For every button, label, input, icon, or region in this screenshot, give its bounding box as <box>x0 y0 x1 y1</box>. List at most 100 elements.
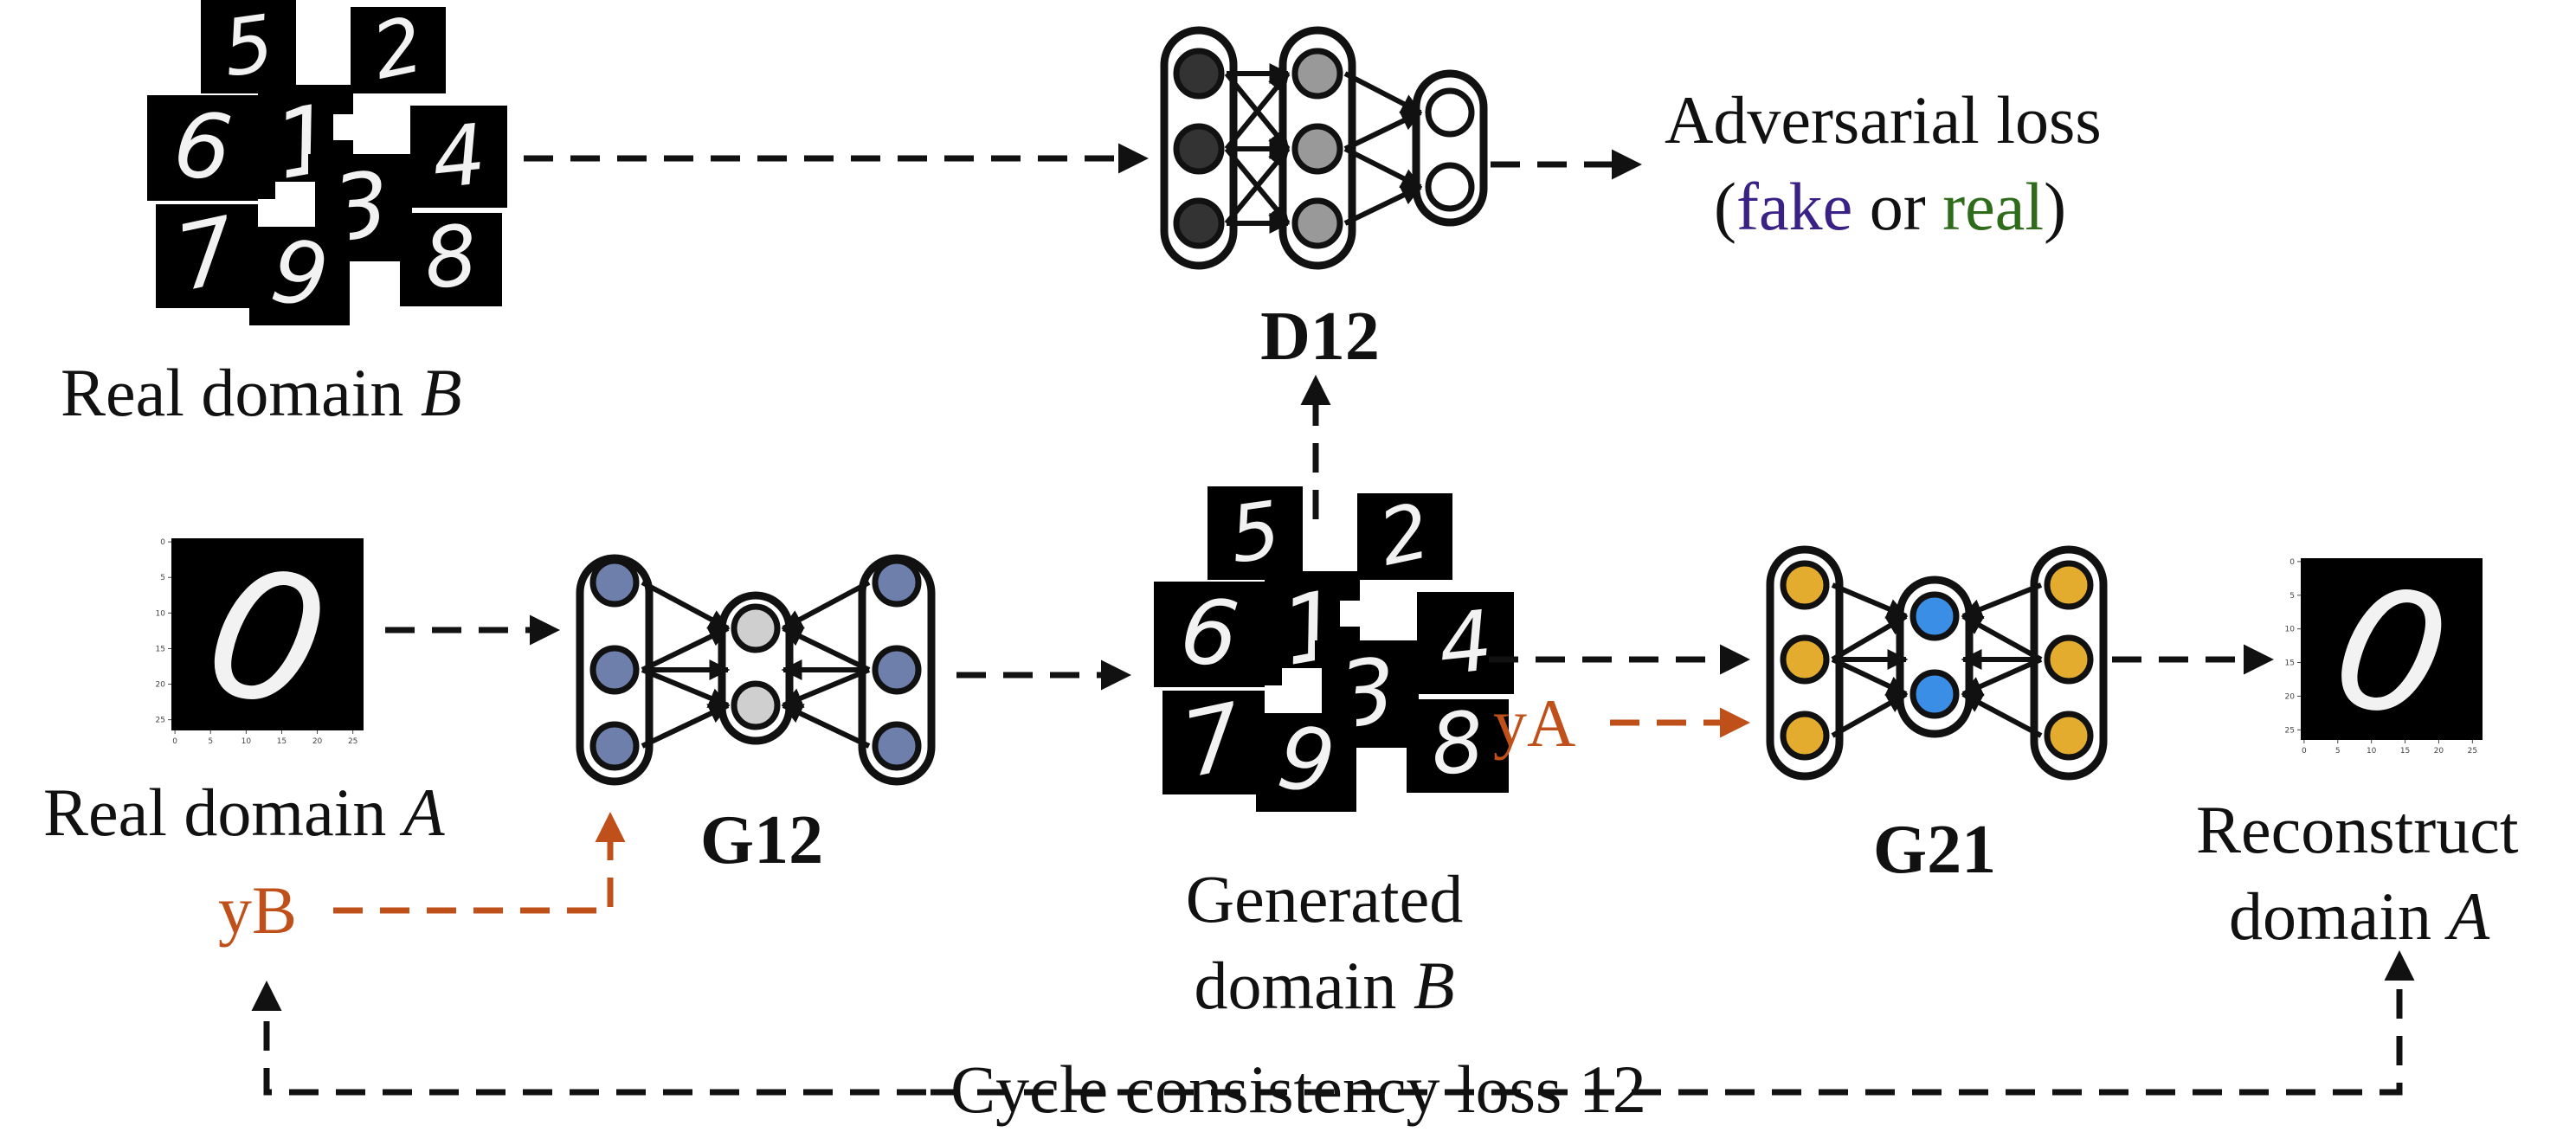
axis-tick-label: 0 <box>2289 558 2295 567</box>
digit-glyph: 4 <box>1434 592 1497 694</box>
axis-tick-label: 25 <box>2468 747 2477 756</box>
ya-label: yA <box>1493 685 1575 761</box>
arrow-cycle-to-reconstruct <box>931 950 2415 1096</box>
d12-network-icon <box>1160 26 1488 270</box>
connection <box>1343 184 1423 226</box>
generated-label-line2: domain B <box>1194 948 1454 1023</box>
neuron <box>1173 123 1225 175</box>
digit-tile: 4 <box>1417 592 1514 694</box>
neuron <box>2044 711 2094 761</box>
digit-tile: 7 <box>1162 683 1265 798</box>
connection <box>1343 146 1423 190</box>
neuron <box>731 680 781 730</box>
arrow-cycle-to-yb <box>251 981 926 1096</box>
reconstruct-label-line2: domain A <box>2229 878 2489 954</box>
g12-network-icon <box>576 554 936 786</box>
axis-tick-label: 10 <box>2285 626 2296 634</box>
neuron <box>1780 560 1830 610</box>
connection <box>1961 657 2043 697</box>
connection <box>1224 72 1291 151</box>
digit-tile: 6 <box>147 91 258 202</box>
g21-network-icon <box>1766 545 2108 781</box>
neuron <box>1780 711 1830 761</box>
neuron <box>1909 669 1960 719</box>
axis-tick-label: 20 <box>2434 747 2444 756</box>
digit-glyph: 6 <box>169 91 237 202</box>
digit-glyph: 6 <box>1175 577 1244 688</box>
connection <box>1831 657 1909 697</box>
digit-image-frame <box>2301 558 2483 740</box>
neuron <box>2044 634 2094 685</box>
connection <box>1831 691 1909 738</box>
neuron <box>872 721 922 771</box>
digit-image-frame <box>171 538 364 730</box>
digit-tile: 2 <box>351 0 446 97</box>
digit-glyph: 8 <box>1426 692 1488 794</box>
arrow-yb-to-g12 <box>333 812 626 914</box>
axis-tick-label: 15 <box>2285 659 2295 668</box>
axis-tick-label: 0 <box>172 737 177 746</box>
adversarial-loss-classes: (fake or real) <box>1714 169 2066 244</box>
axis-tick-label: 25 <box>2285 726 2295 735</box>
digit-tile: 7 <box>156 196 258 312</box>
digit-tile: 1 <box>258 84 353 201</box>
neuron <box>1173 197 1225 249</box>
connection <box>1343 110 1423 151</box>
axis-tick-label: 20 <box>312 737 323 746</box>
connection <box>641 580 731 631</box>
digit-tile: 6 <box>1154 577 1265 688</box>
axis-tick-label: 5 <box>160 574 165 582</box>
digit-tile: 8 <box>1407 692 1509 794</box>
axis-tick-label: 15 <box>277 737 287 746</box>
connection <box>1224 147 1291 225</box>
digit-tile: 9 <box>249 220 350 328</box>
connection <box>641 703 731 749</box>
connection <box>1831 614 1909 662</box>
connection <box>1961 691 2043 738</box>
digit-glyph: 5 <box>217 0 279 95</box>
digit-tile: 8 <box>400 206 502 308</box>
digit-tile: 9 <box>1256 706 1356 814</box>
neuron <box>1780 634 1830 685</box>
connection <box>1961 614 2043 662</box>
g21-label: G21 <box>1873 812 1996 888</box>
connection <box>1343 71 1423 115</box>
neuron <box>1291 123 1343 175</box>
axis-tick-label: 25 <box>348 737 357 746</box>
neuron <box>589 645 640 695</box>
connection <box>1961 582 2043 620</box>
neuron <box>872 557 922 608</box>
g12-label: G12 <box>700 802 823 878</box>
neuron <box>1173 48 1225 100</box>
connection <box>641 667 731 708</box>
neuron <box>1425 162 1475 212</box>
yb-label: yB <box>218 872 297 948</box>
axis-tick-label: 5 <box>208 737 213 746</box>
neuron <box>1425 87 1475 138</box>
axis-tick-label: 0 <box>2302 747 2307 756</box>
axis-tick-label: 10 <box>242 737 252 746</box>
neuron <box>1291 197 1343 249</box>
neuron <box>1909 591 1960 641</box>
adversarial-loss-label: Adversarial loss <box>1665 82 2102 158</box>
real-domain-a-label: Real domain A <box>43 775 445 850</box>
neuron <box>589 721 640 771</box>
neuron <box>589 557 640 608</box>
axis-tick-label: 20 <box>156 681 166 690</box>
digit-tile: 1 <box>1265 570 1360 687</box>
axis-tick-label: 10 <box>156 609 166 618</box>
digit-tile: 2 <box>1357 486 1452 583</box>
axis-tick-label: 5 <box>2335 747 2341 756</box>
digit-glyph: 4 <box>428 106 490 208</box>
digit-tile: 5 <box>1208 485 1303 582</box>
digit-tile: 4 <box>410 106 507 208</box>
neuron <box>872 645 922 695</box>
connection <box>781 580 871 631</box>
axis-tick-label: 15 <box>2400 747 2410 756</box>
neuron <box>1291 48 1343 100</box>
connection <box>781 703 871 749</box>
